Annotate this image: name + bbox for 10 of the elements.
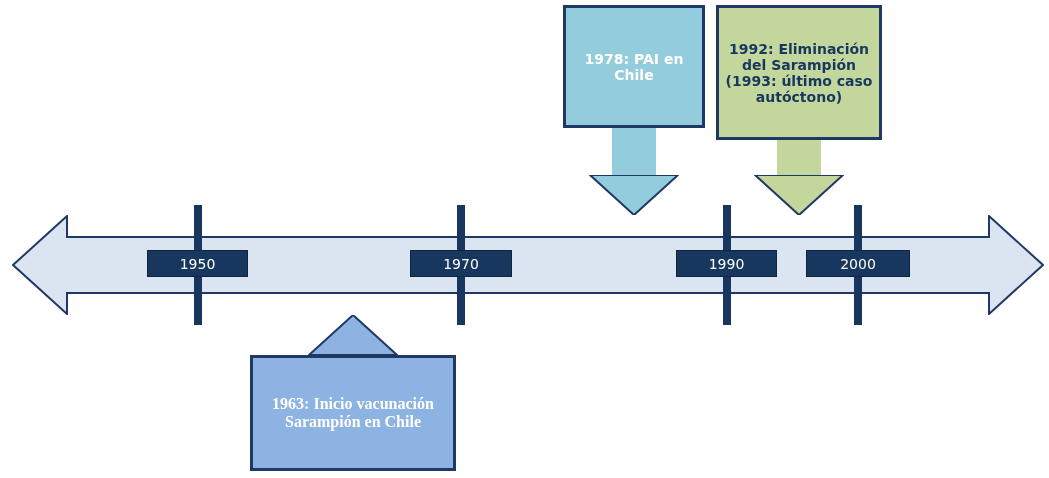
block-arrow bbox=[308, 314, 398, 356]
event-callout-box: 1992: Eliminación del Sarampión (1993: último caso autóctono) bbox=[716, 5, 882, 140]
year-marker: 1970 bbox=[410, 250, 512, 277]
year-marker: 1990 bbox=[676, 250, 777, 277]
year-marker: 2000 bbox=[806, 250, 910, 277]
year-marker: 1950 bbox=[147, 250, 248, 277]
block-arrow bbox=[589, 128, 679, 216]
event-callout-box: 1978: PAI en Chile bbox=[563, 5, 705, 128]
event-callout-box: 1963: Inicio vacunación Sarampión en Chile bbox=[250, 355, 456, 471]
block-arrow bbox=[754, 140, 844, 216]
